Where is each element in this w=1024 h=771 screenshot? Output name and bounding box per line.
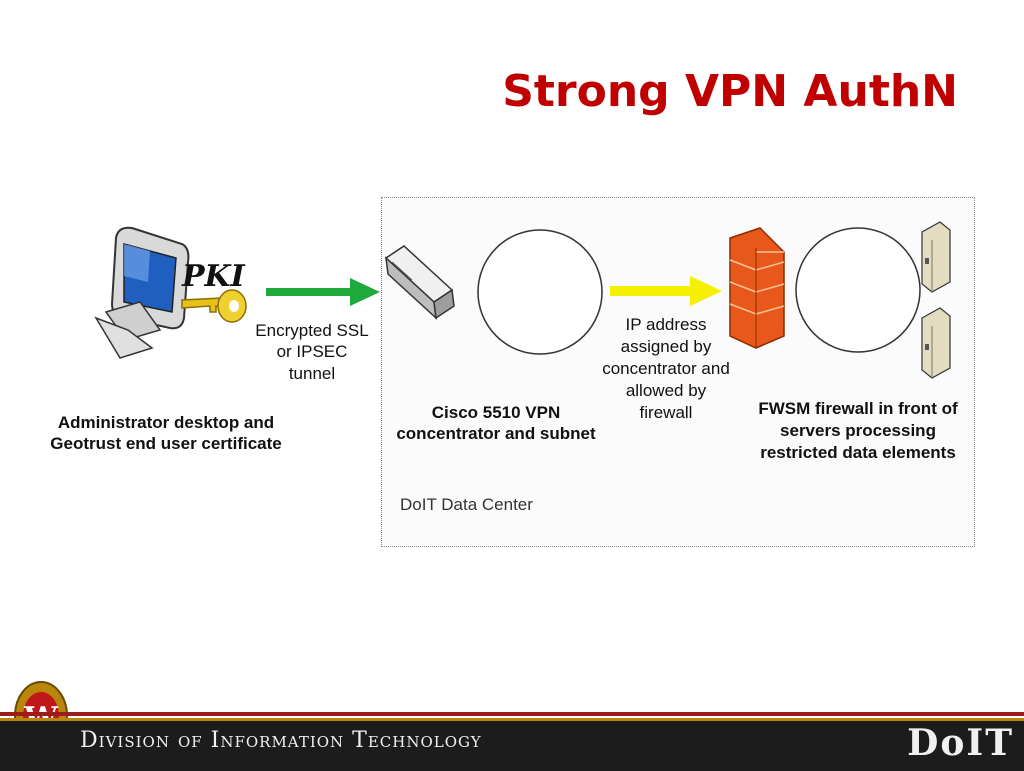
admin-desktop-label: Administrator desktop and Geotrust end u… bbox=[50, 413, 282, 454]
vpn-concentrator-icon bbox=[384, 245, 455, 320]
ip-address-label: IP address assigned by concentrator and … bbox=[602, 315, 730, 423]
subnet-circle bbox=[477, 229, 603, 355]
firewall-icon bbox=[729, 227, 785, 349]
cisco-label: Cisco 5510 VPN concentrator and subnet bbox=[396, 403, 596, 444]
data-center-label: DoIT Data Center bbox=[400, 495, 533, 514]
server-icon bbox=[921, 307, 951, 379]
slide-title: Strong VPN AuthN bbox=[502, 66, 958, 117]
pki-label: PKI bbox=[182, 259, 245, 294]
footer-bar bbox=[0, 718, 1024, 771]
fwsm-label: FWSM firewall in front of servers proces… bbox=[758, 399, 958, 463]
desktop-computer-icon bbox=[94, 226, 190, 359]
yellow-arrow bbox=[610, 276, 722, 306]
footer-accent-line bbox=[0, 712, 1024, 716]
footer-division-text: Division of Information Technology bbox=[80, 728, 482, 753]
green-arrow bbox=[266, 278, 380, 306]
doit-logo: DoIT bbox=[907, 722, 1014, 764]
pki-key-icon bbox=[181, 289, 247, 323]
servers-circle bbox=[795, 227, 921, 353]
server-icon bbox=[921, 221, 951, 293]
tunnel-label: Encrypted SSL or IPSEC tunnel bbox=[255, 321, 369, 383]
